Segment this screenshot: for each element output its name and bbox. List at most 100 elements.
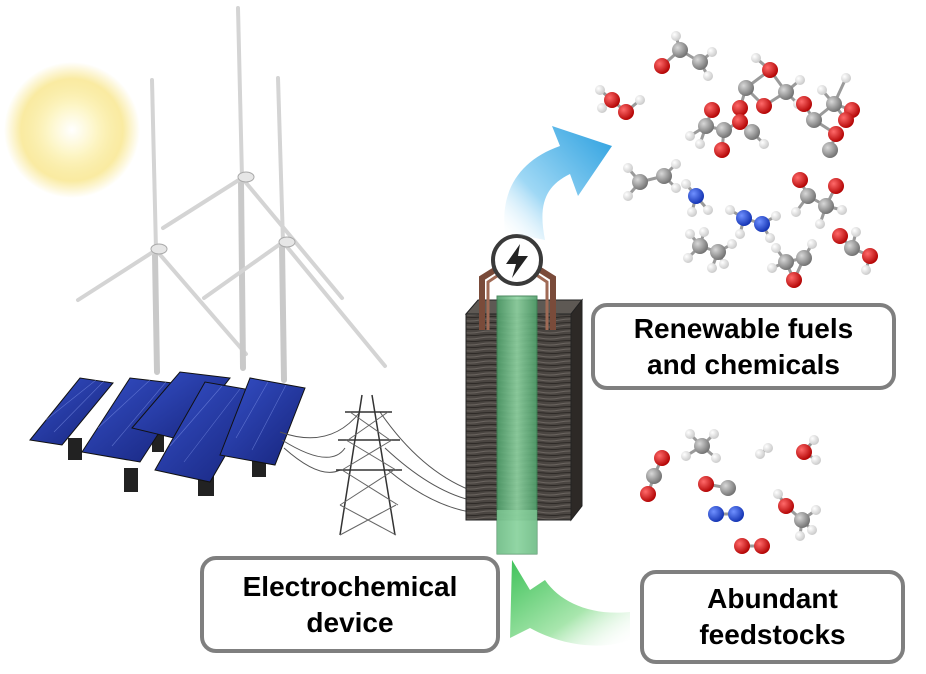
atom-h: [707, 47, 717, 57]
atom-h: [623, 163, 633, 173]
atom-h: [681, 451, 691, 461]
atom-h: [709, 429, 719, 439]
atom-o: [618, 104, 634, 120]
atom-h: [811, 455, 821, 465]
feedstock-arrow: [510, 560, 630, 646]
atom-h: [861, 265, 871, 275]
atom-h: [725, 205, 735, 215]
atom-h: [807, 239, 817, 249]
power-pylon-icon: [280, 395, 470, 535]
renewable-fuels-line2: and chemicals: [634, 347, 853, 383]
atom-c: [822, 142, 838, 158]
atom-h: [685, 429, 695, 439]
atom-c: [720, 480, 736, 496]
atom-o: [828, 178, 844, 194]
atom-c: [796, 250, 812, 266]
electrochemical-cell: [466, 236, 582, 554]
atom-h: [851, 227, 861, 237]
atom-c: [778, 254, 794, 270]
atom-h: [623, 191, 633, 201]
atom-c: [692, 238, 708, 254]
wind-turbine-icon: [78, 8, 385, 380]
atom-c: [716, 122, 732, 138]
atom-h: [681, 179, 691, 189]
atom-h: [795, 75, 805, 85]
atom-c: [826, 96, 842, 112]
atom-c: [710, 244, 726, 260]
atom-h: [755, 449, 765, 459]
atom-h: [699, 227, 709, 237]
atom-h: [809, 435, 819, 445]
atom-o: [862, 248, 878, 264]
atom-c: [800, 188, 816, 204]
atom-n: [688, 188, 704, 204]
atom-h: [695, 139, 705, 149]
atom-c: [692, 54, 708, 70]
atom-h: [815, 219, 825, 229]
atom-o: [754, 538, 770, 554]
atom-n: [736, 210, 752, 226]
feedstock-line1: Abundant: [699, 581, 845, 617]
atom-h: [767, 263, 777, 273]
atom-o: [828, 126, 844, 142]
atom-o: [698, 476, 714, 492]
atom-o: [796, 444, 812, 460]
solar-panel-icon: [30, 372, 305, 496]
electrochemical-device-label: Electrochemical device: [200, 556, 500, 653]
atom-o: [792, 172, 808, 188]
atom-o: [778, 498, 794, 514]
atom-n: [728, 506, 744, 522]
atom-h: [597, 103, 607, 113]
atom-h: [771, 211, 781, 221]
atom-o: [796, 96, 812, 112]
atom-h: [703, 205, 713, 215]
atom-h: [807, 525, 817, 535]
atom-h: [687, 207, 697, 217]
atom-c: [738, 80, 754, 96]
atom-c: [778, 84, 794, 100]
atom-c: [806, 112, 822, 128]
atom-n: [708, 506, 724, 522]
atom-o: [786, 272, 802, 288]
atom-o: [704, 102, 720, 118]
atom-h: [635, 95, 645, 105]
atom-h: [759, 139, 769, 149]
atom-c: [646, 468, 662, 484]
atom-c: [698, 118, 714, 134]
atom-h: [703, 71, 713, 81]
lightning-bolt-icon: [493, 236, 541, 284]
atom-h: [771, 243, 781, 253]
atom-h: [711, 453, 721, 463]
atom-h: [763, 443, 773, 453]
atom-o: [756, 98, 772, 114]
atom-h: [795, 531, 805, 541]
renewable-fuels-label: Renewable fuels and chemicals: [591, 303, 896, 390]
atom-h: [735, 229, 745, 239]
atom-c: [694, 438, 710, 454]
atom-h: [671, 183, 681, 193]
abundant-feedstocks-label: Abundant feedstocks: [640, 570, 905, 664]
atom-h: [791, 207, 801, 217]
atom-h: [727, 239, 737, 249]
atom-o: [714, 142, 730, 158]
device-line1: Electrochemical: [243, 569, 458, 605]
molecule-icon: [595, 31, 878, 554]
atom-o: [732, 100, 748, 116]
atom-o: [762, 62, 778, 78]
atom-c: [672, 42, 688, 58]
products-arrow: [504, 126, 612, 240]
atom-h: [841, 73, 851, 83]
atom-h: [817, 85, 827, 95]
renewable-fuels-line1: Renewable fuels: [634, 311, 853, 347]
atom-h: [751, 53, 761, 63]
feedstock-line2: feedstocks: [699, 617, 845, 653]
atom-h: [685, 131, 695, 141]
atom-o: [832, 228, 848, 244]
atom-c: [818, 198, 834, 214]
atom-h: [671, 159, 681, 169]
sun-icon: [4, 62, 140, 198]
atom-o: [838, 112, 854, 128]
atom-n: [754, 216, 770, 232]
atom-c: [632, 174, 648, 190]
atom-o: [734, 538, 750, 554]
